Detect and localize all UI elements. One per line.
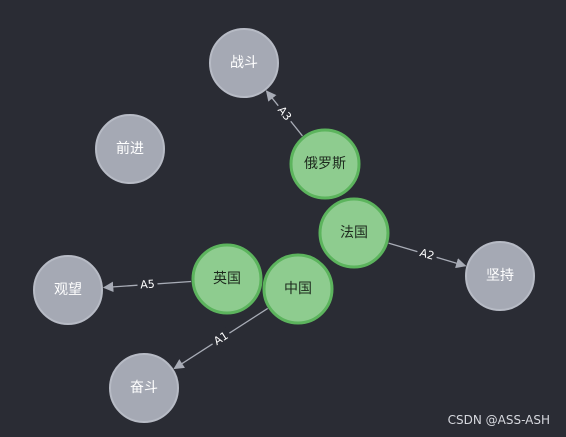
node-circle <box>262 253 334 325</box>
node-circle <box>465 241 535 311</box>
edge-faguo-jianchi[interactable]: A2 <box>388 242 467 269</box>
node-circle <box>318 197 390 269</box>
edge-label-background <box>415 244 439 265</box>
node-label: 奋斗 <box>130 380 158 396</box>
node-label: 法国 <box>340 225 368 241</box>
edge-label-background <box>208 327 234 350</box>
node-label: 英国 <box>213 270 241 287</box>
node-label: 坚持 <box>486 268 514 284</box>
node-guanwang[interactable]: 观望 <box>33 255 103 325</box>
edge-eluosi-zhandou[interactable]: A3 <box>265 90 303 137</box>
node-label: 战斗 <box>230 55 258 71</box>
node-circle <box>95 114 165 184</box>
node-faguo[interactable]: 法国 <box>318 197 390 269</box>
node-circle <box>191 243 263 315</box>
node-qianjin[interactable]: 前进 <box>95 114 165 184</box>
node-label: 前进 <box>116 140 144 157</box>
watermark: CSDN @ASS-ASH <box>447 413 550 427</box>
node-circle <box>109 353 179 423</box>
node-circle <box>209 28 279 98</box>
node-fendou[interactable]: 奋斗 <box>109 353 179 423</box>
node-label: 观望 <box>54 282 82 298</box>
edge-zhongguo-fendou[interactable]: A1 <box>173 307 269 370</box>
edge-label-background <box>272 101 297 126</box>
node-label: 中国 <box>284 281 312 297</box>
edge-label: A2 <box>418 246 436 263</box>
node-zhongguo[interactable]: 中国 <box>262 253 334 325</box>
node-label: 俄罗斯 <box>304 156 346 172</box>
edge-label: A5 <box>140 278 155 292</box>
node-yingguo[interactable]: 英国 <box>191 243 263 315</box>
edge-label-background <box>137 276 158 293</box>
edge-yingguo-guanwang[interactable]: A5 <box>102 276 192 293</box>
node-circle <box>289 128 361 200</box>
node-zhandou[interactable]: 战斗 <box>209 28 279 98</box>
node-eluosi[interactable]: 俄罗斯 <box>289 128 361 200</box>
node-circle <box>33 255 103 325</box>
node-jianchi[interactable]: 坚持 <box>465 241 535 311</box>
